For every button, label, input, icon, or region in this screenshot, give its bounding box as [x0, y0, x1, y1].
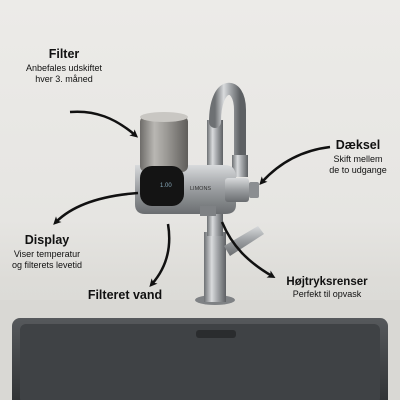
label-display-line-2: og filterets levetid: [11, 259, 83, 270]
arrow-filter: [69, 110, 139, 138]
display-readout: 1.00: [160, 183, 172, 189]
label-filteret-vand-title: Filteret vand: [87, 288, 163, 302]
callout-arrows: [53, 110, 331, 288]
label-filter: Filter Anbefales udskiftet hver 3. måned: [18, 47, 110, 85]
label-filter-line-2: hver 3. måned: [35, 73, 93, 84]
label-display-line-1: Viser temperatur: [13, 248, 81, 259]
label-hoejtryksrenser-line-1: Perfekt til opvask: [292, 289, 362, 300]
label-filter-line-1: Anbefales udskiftet: [25, 62, 103, 73]
label-daeksel-title: Dæksel: [335, 138, 381, 152]
filter-unit: 1.00 LIMONS: [135, 112, 259, 216]
label-hoejtryksrenser-title: Højtryksrenser: [286, 276, 368, 288]
label-daeksel: Dæksel Skift mellem de to udgange: [318, 138, 398, 176]
label-filteret-vand: Filteret vand: [80, 288, 170, 304]
sink-basin: [12, 318, 388, 400]
label-display-title: Display: [24, 233, 70, 247]
label-display: Display Viser temperatur og filterets le…: [2, 233, 92, 271]
label-hoejtryksrenser: Højtryksrenser Perfekt til opvask: [262, 275, 392, 301]
label-daeksel-line-1: Skift mellem: [333, 153, 383, 164]
arrow-hoejtryksrenser: [220, 221, 276, 279]
arrow-display: [53, 191, 139, 225]
label-daeksel-line-2: de to udgange: [329, 164, 387, 175]
brand-logo: LIMONS: [190, 186, 211, 192]
arrow-filteret-vand: [149, 223, 171, 288]
arrow-daeksel: [259, 145, 331, 185]
label-filter-title: Filter: [48, 47, 80, 61]
